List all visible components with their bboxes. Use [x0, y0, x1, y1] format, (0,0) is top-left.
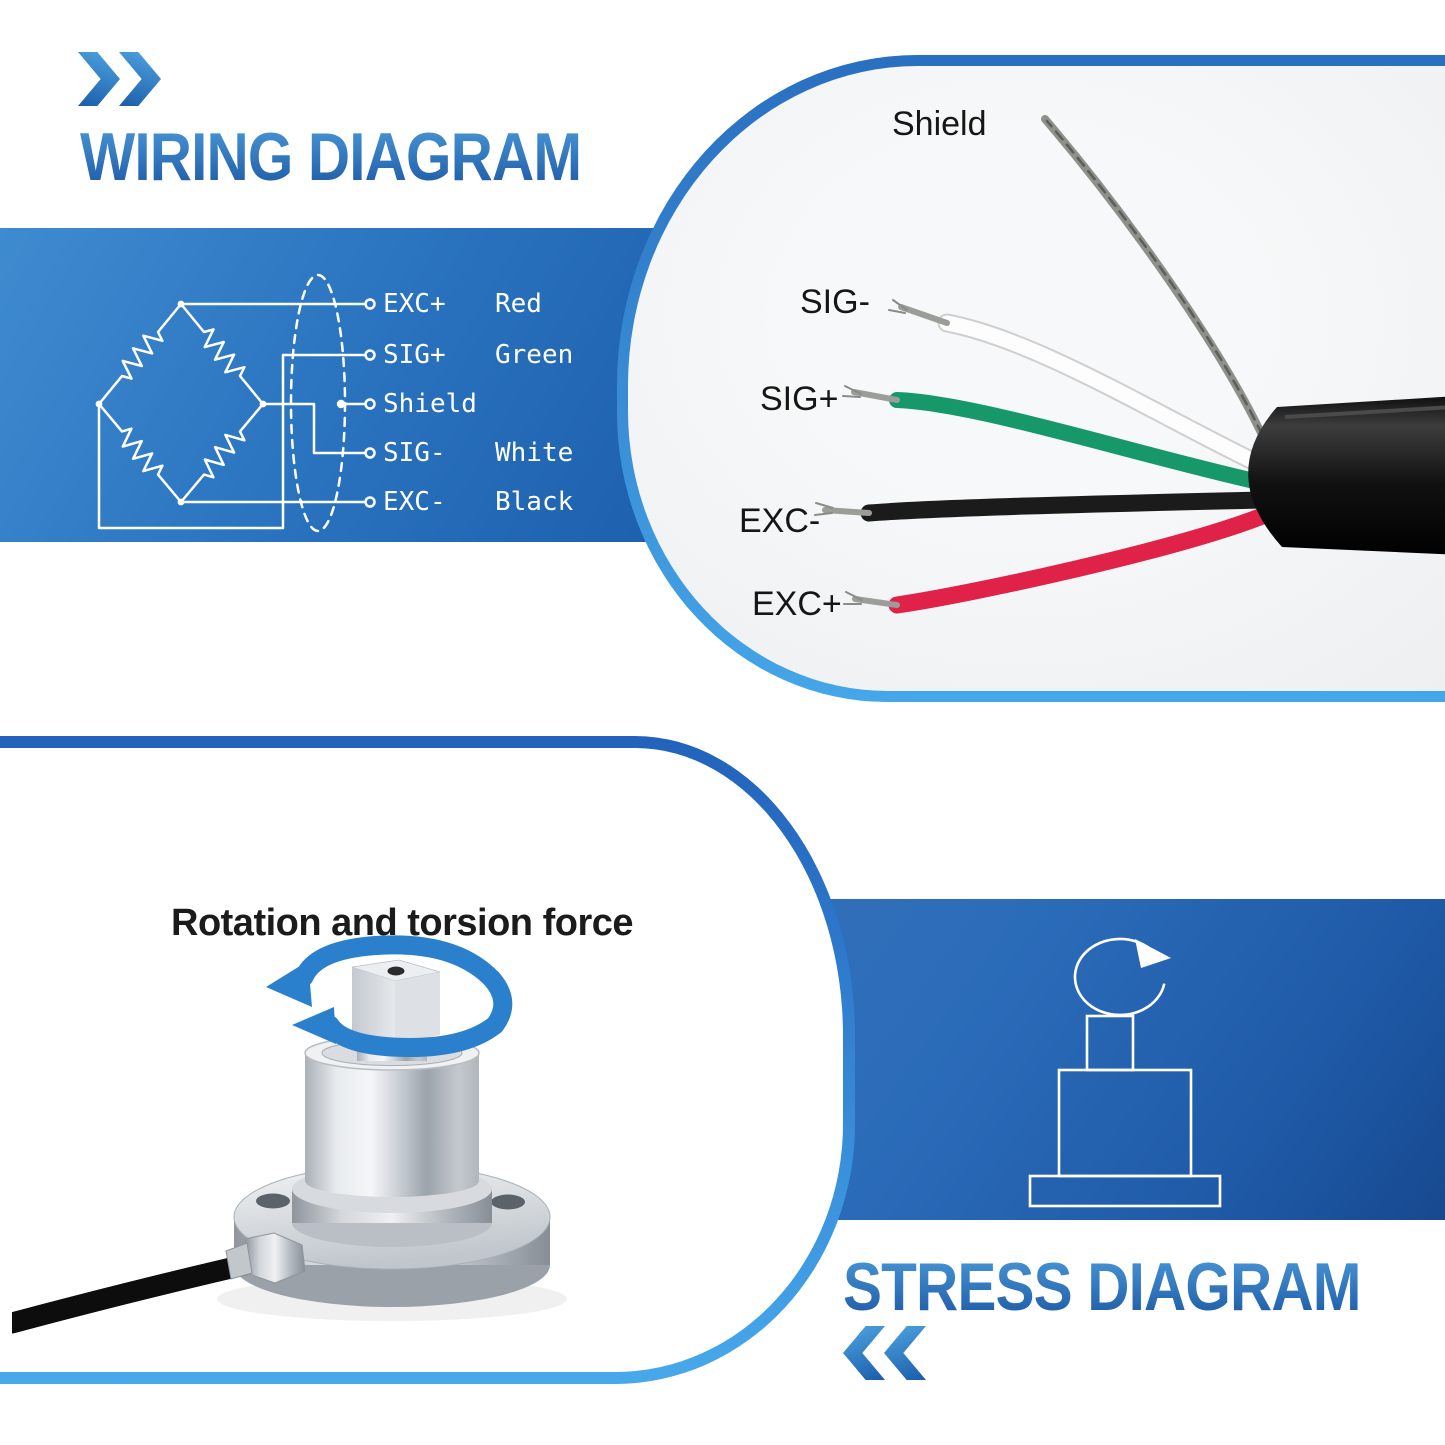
cylinder-body	[305, 1053, 479, 1197]
terminal-circle	[364, 349, 376, 361]
wire-color-name: Black	[495, 487, 574, 517]
bridge-node	[177, 300, 185, 308]
bare-strand-tip	[898, 304, 950, 326]
wire-label-exc-minus: EXC-	[739, 502, 821, 540]
rotation-arrowhead-rear	[266, 961, 312, 1007]
square-drive-right-face	[395, 972, 440, 1045]
wire-sig-plus	[97, 353, 367, 530]
wheatstone-bridge-diagram	[95, 273, 376, 533]
cable-jacket	[1248, 396, 1445, 555]
cable-photo-panel: Shield SIG- SIG+ EXC- EXC+	[617, 55, 1445, 702]
bridge-node	[259, 400, 267, 408]
shield-wire	[1041, 115, 1273, 454]
exc-minus-wire	[814, 491, 1272, 522]
resistor-zigzag	[97, 302, 183, 406]
wiring-diagram-title: WIRING DIAGRAM	[80, 119, 582, 195]
bridge-label-row: SIG- White	[383, 437, 573, 469]
wire-color-name: Green	[495, 340, 574, 370]
terminal-circle	[364, 298, 376, 310]
resistor-zigzag	[179, 302, 265, 406]
resistor-zigzag	[97, 402, 183, 504]
terminal-name: SIG+	[383, 340, 446, 370]
torque-sensor-photo	[12, 935, 567, 1334]
icon-body	[1057, 1068, 1193, 1178]
bolt-hole-left	[256, 1193, 290, 1209]
cable-gland-nut-small	[225, 1242, 253, 1280]
chevron-right-icon	[119, 52, 161, 106]
wire-label-shield: Shield	[892, 105, 987, 143]
terminal-name: SIG-	[383, 438, 446, 468]
wire-label-sig-minus: SIG-	[800, 283, 870, 321]
wiring-diagram-panel: EXC+ Red SIG+ Green Shield SIG- White EXC- B…	[0, 228, 655, 542]
shield-junction-dot	[336, 399, 346, 409]
rotation-arrowhead-front	[292, 1007, 336, 1044]
drive-center-hole	[387, 966, 405, 976]
sig-minus-wire	[888, 299, 1275, 477]
terminal-name: Shield	[383, 389, 477, 419]
bridge-node	[95, 400, 103, 408]
wire-color-name: White	[495, 438, 574, 468]
double-chevron-left-icon	[843, 1326, 963, 1380]
rotating-sensor-outline-icon	[1028, 937, 1222, 1208]
square-drive-left-face	[352, 967, 395, 1045]
wire-label-exc-plus: EXC+	[752, 585, 842, 623]
exc-plus-wire	[843, 506, 1274, 614]
bridge-label-row: EXC+ Red	[383, 288, 542, 320]
bridge-label-row: Shield	[383, 388, 495, 420]
bolt-hole-right	[491, 1194, 525, 1210]
terminal-circle	[364, 398, 376, 410]
bridge-node	[177, 498, 185, 506]
terminal-name: EXC+	[383, 289, 446, 319]
stripped-cable-illustration	[814, 115, 1445, 614]
wire-color-name: Red	[495, 289, 542, 319]
rotation-photo-panel: Rotation and torsion force	[0, 748, 843, 1372]
chevron-left-icon	[884, 1326, 926, 1380]
bridge-label-row: EXC- Black	[383, 486, 573, 518]
rotation-spiral-arrow-front	[320, 1015, 505, 1057]
stress-diagram-title: STRESS DIAGRAM	[843, 1249, 1361, 1325]
sensor-cable	[12, 1254, 255, 1334]
rotation-arrow-circle	[1073, 937, 1166, 1017]
terminal-circle	[364, 447, 376, 459]
resistor-zigzag	[179, 402, 265, 504]
terminal-name: EXC-	[383, 487, 446, 517]
bridge-label-row: SIG+ Green	[383, 339, 573, 371]
cable-photo: Shield SIG- SIG+ EXC- EXC+	[628, 66, 1445, 691]
terminal-circle	[364, 496, 376, 508]
jacket-highlight	[1284, 405, 1445, 419]
chevron-left-icon	[843, 1326, 885, 1380]
rotation-photo-panel-border: Rotation and torsion force	[0, 736, 855, 1384]
bare-strand-tip	[822, 507, 872, 516]
icon-square-drive	[1085, 1014, 1135, 1072]
wire-label-sig-plus: SIG+	[760, 380, 839, 418]
wire-sig-minus	[261, 402, 367, 455]
rotation-arrowhead	[1135, 939, 1171, 968]
sig-plus-wire	[842, 385, 1271, 491]
double-chevron-right-icon	[78, 52, 198, 106]
stress-diagram-panel	[770, 899, 1445, 1220]
chevron-right-icon	[78, 52, 120, 106]
icon-flange-base	[1028, 1174, 1222, 1208]
